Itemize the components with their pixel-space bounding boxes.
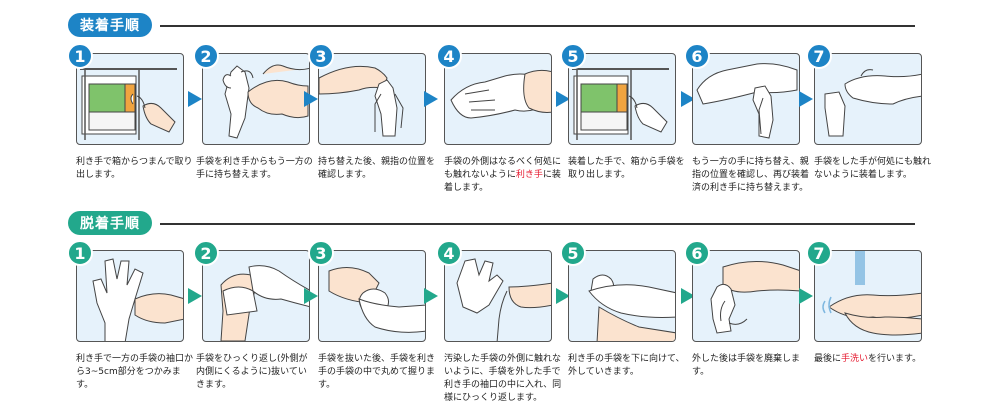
donning-step-6-illustration (692, 53, 800, 145)
donning-step-5-illustration (568, 53, 676, 145)
donning-arrow-3 (424, 91, 438, 107)
donning-step-2-badge: 2 (193, 43, 219, 69)
donning-title: 装着手順 (68, 13, 152, 37)
doffing-step-7-text-end: を行います。 (868, 354, 922, 364)
doffing-arrow-1 (188, 288, 202, 304)
doffing-step-1-illustration (76, 250, 184, 342)
donning-step-7-badge: 7 (806, 43, 832, 69)
donning-step-4-badge: 4 (436, 43, 462, 69)
doffing-step-7-illustration (814, 250, 922, 342)
doffing-step-6-badge: 6 (684, 240, 710, 266)
doffing-step-2-illustration (202, 250, 310, 342)
donning-divider (160, 25, 915, 27)
doffing-step-7-badge: 7 (806, 240, 832, 266)
doffing-step-7-caption: 最後に手洗いを行います。 (814, 353, 932, 366)
doffing-divider (160, 223, 915, 225)
donning-step-7-caption: 手袋をした手が何処にも触れないように装着します。 (814, 157, 932, 180)
donning-step-6-caption: もう一方の手に持ち替え、親指の位置を確認し、再び装着済の利き手に持ち替えます。 (692, 157, 810, 193)
donning-step-4-highlight: 利き手 (515, 170, 543, 180)
donning-arrow-5 (681, 91, 695, 107)
doffing-step-3-illustration (318, 250, 426, 342)
donning-step-3-illustration (318, 53, 426, 145)
donning-step-2-illustration (202, 53, 310, 145)
doffing-step-4-badge: 4 (436, 240, 462, 266)
doffing-arrow-4 (556, 288, 570, 304)
donning-step-2-caption: 手袋を利き手からもう一方の手に持ち替えます。 (196, 157, 313, 180)
donning-step-6-badge: 6 (684, 43, 710, 69)
doffing-arrow-3 (424, 288, 438, 304)
doffing-step-4-illustration (444, 250, 552, 342)
donning-step-5-caption: 装着した手で、箱から手袋を取り出します。 (568, 157, 685, 180)
doffing-step-7-highlight: 手洗い (841, 354, 869, 364)
donning-step-4-illustration (444, 53, 552, 145)
doffing-step-5-illustration (568, 250, 676, 342)
doffing-step-6-caption: 外した後は手袋を廃棄します。 (692, 354, 801, 377)
donning-step-7-illustration (814, 53, 922, 145)
donning-step-4-caption: 手袋の外側はなるべく何処にも触れないように利き手に装着します。 (444, 156, 562, 195)
doffing-step-1-badge: 1 (67, 240, 93, 266)
donning-arrow-6 (799, 91, 813, 107)
doffing-step-2-badge: 2 (193, 240, 219, 266)
donning-header: 装着手順 (68, 13, 152, 37)
donning-arrow-2 (304, 91, 318, 107)
doffing-step-3-badge: 3 (308, 240, 334, 266)
donning-step-3-badge: 3 (308, 43, 334, 69)
doffing-step-2-caption: 手袋をひっくり返し(外側が内側にくるように)抜いていきます。 (196, 354, 308, 390)
doffing-step-5-badge: 5 (560, 240, 586, 266)
donning-step-5-badge: 5 (560, 43, 586, 69)
doffing-header: 脱着手順 (68, 211, 152, 235)
donning-arrow-4 (556, 91, 570, 107)
donning-step-1-caption: 利き手で箱からつまんで取り出します。 (76, 157, 193, 180)
doffing-step-7-text: 最後に (814, 354, 842, 364)
doffing-step-5-caption: 利き手の手袋を下に向けて、外していきます。 (568, 354, 685, 377)
doffing-step-4-caption: 汚染した手袋の外側に触れないように、手袋を外した手で利き手の袖口の中に入れ、同様… (444, 354, 562, 403)
donning-step-4-text-end: に装着します。 (444, 170, 561, 193)
doffing-step-1-caption: 利き手で一方の手袋の袖口から3~5cm部分をつかみます。 (76, 354, 194, 390)
donning-step-3-caption: 持ち替えた後、親指の位置を確認します。 (318, 157, 436, 180)
donning-arrow-1 (188, 91, 202, 107)
doffing-step-3-caption: 手袋を抜いた後、手袋を利き手の手袋の中で丸めて握ります。 (318, 354, 436, 390)
donning-step-1-illustration (76, 53, 184, 145)
donning-step-1-badge: 1 (67, 43, 93, 69)
doffing-title: 脱着手順 (68, 211, 152, 235)
doffing-arrow-5 (681, 288, 695, 304)
doffing-arrow-2 (304, 288, 318, 304)
doffing-arrow-6 (799, 288, 813, 304)
donning-step-4-text: 手袋の外側はなるべく何処にも触れないように (444, 157, 562, 180)
doffing-step-6-illustration (692, 250, 800, 342)
